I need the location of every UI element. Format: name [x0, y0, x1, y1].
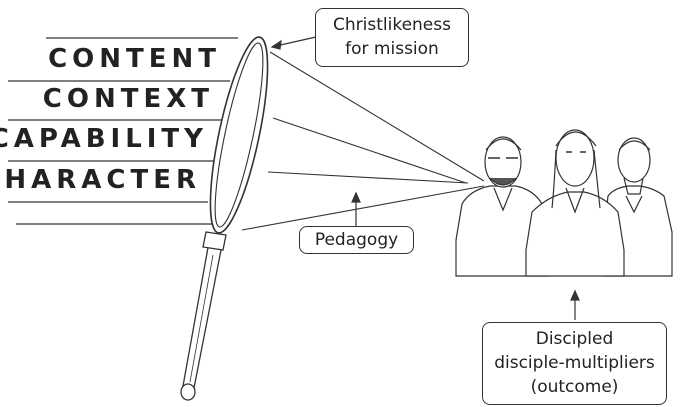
magnifier-handle-icon — [180, 231, 227, 401]
word-character: CHARACTER — [0, 165, 201, 195]
callout-pedagogy: Pedagogy — [299, 226, 414, 254]
lens-beam-lines — [241, 51, 485, 231]
magnifier-lens-icon — [209, 36, 269, 234]
disciples-people-illustration — [455, 129, 673, 277]
callout-outcome-line1: Discipled — [535, 329, 614, 349]
callout-christlikeness-line1: Christlikeness — [333, 15, 451, 35]
word-content: CONTENT — [48, 44, 221, 74]
arrows — [270, 36, 580, 320]
callout-outcome-line2: disciple-multipliers — [494, 353, 655, 373]
callout-outcome-line3: (outcome) — [530, 377, 619, 397]
word-context: CONTEXT — [42, 84, 214, 114]
arrow-to-lens — [275, 36, 317, 47]
callout-pedagogy-label: Pedagogy — [314, 230, 399, 250]
word-capability: CAPABILITY — [0, 124, 208, 154]
callout-christlikeness-line2: for mission — [345, 39, 439, 59]
word-rule-lines — [8, 37, 238, 225]
callout-outcome: Discipled disciple-multipliers (outcome) — [482, 322, 667, 405]
callout-christlikeness: Christlikeness for mission — [315, 8, 469, 67]
